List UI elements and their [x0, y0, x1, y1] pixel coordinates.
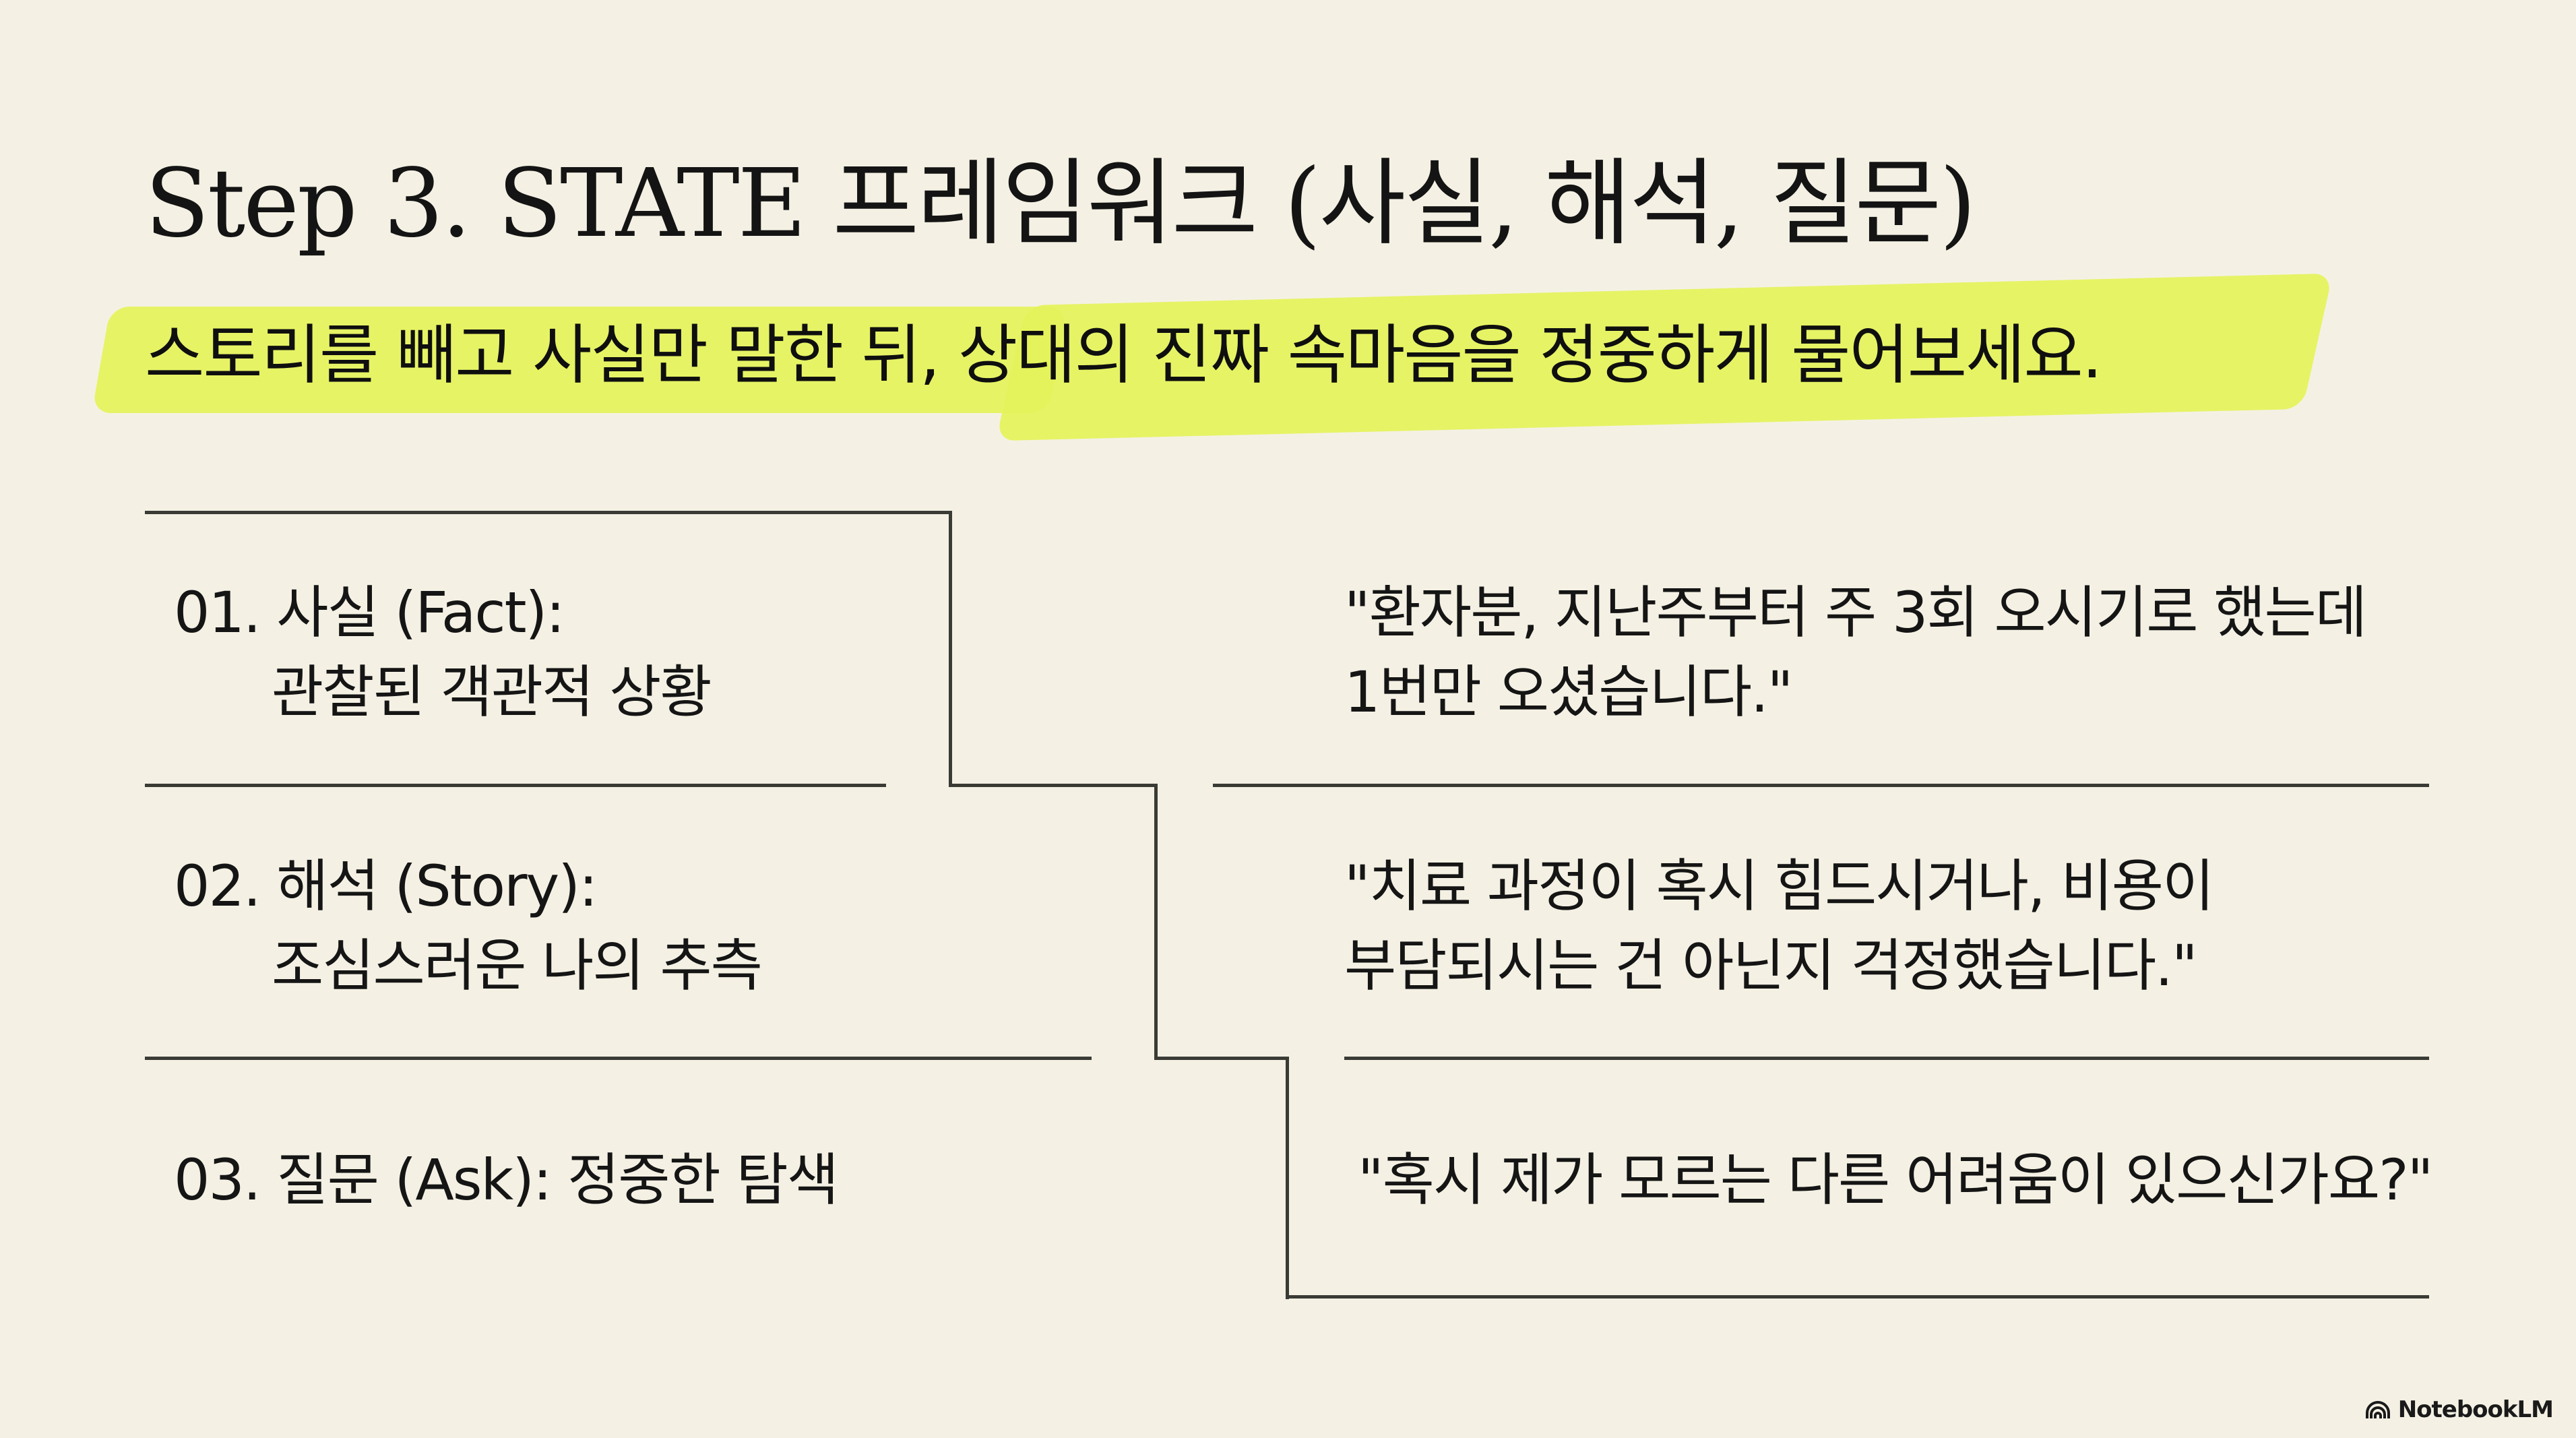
divider-bottom: [1286, 1295, 2429, 1299]
step-fact-example: "환자분, 지난주부터 주 3회 오시기로 했는데 1번만 오셨습니다.": [1344, 573, 2367, 732]
brand-watermark: NotebookLM: [2364, 1396, 2554, 1423]
stair-riser-3: [1286, 1057, 1289, 1299]
slide-subtitle: 스토리를 빼고 사실만 말한 뒤, 상대의 진짜 속마음을 정중하게 물어보세요…: [145, 317, 2102, 393]
divider-row2-left: [145, 1057, 1092, 1060]
example-line: "치료 과정이 혹시 힘드시거나, 비용이: [1344, 853, 2214, 919]
notebooklm-logo-icon: [2364, 1400, 2391, 1420]
divider-row1-left: [145, 784, 886, 787]
divider-row2-right: [1344, 1057, 2429, 1060]
example-line: 부담되시는 건 아닌지 걱정했습니다.": [1344, 933, 2198, 999]
step-description: 관찰된 객관적 상황: [272, 659, 712, 725]
step-fact-label: 01. 사실 (Fact): 관찰된 객관적 상황: [174, 573, 712, 732]
step-title: 02. 해석 (Story):: [174, 853, 598, 919]
step-description: 조심스러운 나의 추측: [272, 933, 763, 999]
divider-top: [145, 511, 952, 514]
divider-row1-right: [1213, 784, 2429, 787]
stair-tread-2: [1154, 1057, 1289, 1060]
step-title: 01. 사실 (Fact):: [174, 580, 565, 646]
step-ask-label: 03. 질문 (Ask): 정중한 탐색: [174, 1140, 839, 1220]
step-story-label: 02. 해석 (Story): 조심스러운 나의 추측: [174, 846, 763, 1005]
example-line: "혹시 제가 모르는 다른 어려움이 있으신가요?": [1358, 1147, 2433, 1213]
example-line: "환자분, 지난주부터 주 3회 오시기로 했는데: [1344, 580, 2367, 646]
stair-riser-1: [949, 511, 952, 787]
stair-tread-1: [949, 784, 1158, 787]
brand-name: NotebookLM: [2397, 1396, 2554, 1423]
step-ask-example: "혹시 제가 모르는 다른 어려움이 있으신가요?": [1358, 1140, 2433, 1220]
slide-title: Step 3. STATE 프레임워크 (사실, 해석, 질문): [145, 149, 1976, 259]
step-title: 03. 질문 (Ask): 정중한 탐색: [174, 1147, 839, 1213]
example-line: 1번만 오셨습니다.": [1344, 659, 1793, 725]
step-story-example: "치료 과정이 혹시 힘드시거나, 비용이 부담되시는 건 아닌지 걱정했습니다…: [1344, 846, 2214, 1005]
stair-riser-2: [1154, 784, 1158, 1060]
